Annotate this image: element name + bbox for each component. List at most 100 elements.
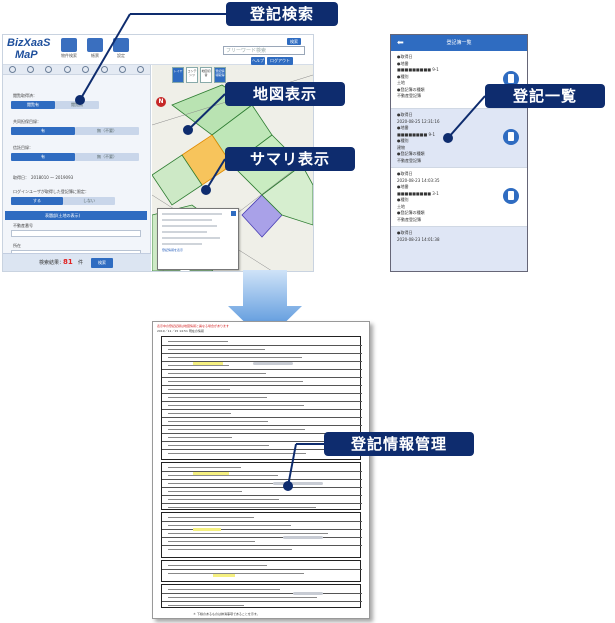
tab-registry-fetch[interactable]: 登記情報取得	[214, 67, 226, 83]
list-item-line: 建物	[397, 144, 405, 150]
tool-icon[interactable]	[63, 66, 71, 73]
table-row-line	[162, 393, 362, 394]
close-icon[interactable]	[231, 211, 236, 216]
tab-map-switch[interactable]: 地図切替	[200, 67, 212, 83]
back-arrow-icon[interactable]: ⬅	[397, 38, 404, 47]
text-line	[168, 445, 269, 446]
tool-icon[interactable]	[27, 66, 35, 73]
text-line	[168, 341, 228, 342]
tab-content[interactable]: コンテンツ	[186, 67, 198, 83]
table-row-line	[162, 345, 362, 346]
report-icon[interactable]: 帳票	[85, 38, 105, 60]
location-label: 所在	[13, 243, 21, 248]
phone-header: ⬅ 登記簿一覧	[391, 35, 527, 51]
list-item-line: ●種別	[397, 138, 409, 143]
shared-collateral-no[interactable]: 無（不要）	[75, 127, 139, 135]
summary-pointer	[180, 270, 190, 271]
logout-button[interactable]: ログアウト	[267, 57, 293, 65]
list-item-line: ●地番	[397, 125, 409, 130]
help-button[interactable]: ヘルプ	[251, 57, 265, 65]
list-item-line: ■■■■■■■■ 9-1	[397, 131, 436, 137]
trust-list-yes[interactable]: 有	[11, 153, 75, 161]
table-row-line	[162, 601, 362, 602]
document-warning: 表示中の登記記録は地図情報と異なる場合があります	[157, 324, 230, 328]
text-line	[168, 381, 303, 382]
text-line	[168, 499, 279, 500]
login-user-limit-off[interactable]: しない	[63, 197, 115, 205]
settings-icon[interactable]: 設定	[111, 38, 131, 60]
text-line	[168, 437, 232, 438]
text-line	[168, 491, 242, 492]
text-line	[168, 533, 328, 534]
list-item-line: ●種別	[397, 197, 409, 202]
text-line	[168, 397, 267, 398]
text-line	[168, 475, 278, 476]
compass-icon[interactable]: N	[156, 97, 166, 107]
tool-icon[interactable]	[45, 66, 53, 73]
callout-registry-search: 登記検索	[226, 2, 338, 26]
list-item-line: 不動産登記簿	[397, 157, 421, 163]
text-line	[168, 605, 244, 606]
property-search-icon[interactable]: 物件検索	[59, 38, 79, 60]
table-row-line	[162, 479, 362, 480]
document-icon[interactable]	[503, 129, 519, 145]
text-line	[168, 597, 317, 598]
text-line	[168, 349, 265, 350]
document-icon[interactable]	[503, 71, 519, 87]
tool-icon[interactable]	[137, 66, 145, 73]
list-item-line: ●登記簿の種類	[397, 86, 425, 92]
tool-icon[interactable]	[118, 66, 126, 73]
text-line	[168, 483, 315, 484]
acquired-yes-toggle[interactable]: 閲覧有	[11, 101, 55, 109]
table-row-line	[162, 425, 362, 426]
trust-list-no[interactable]: 無（不要）	[75, 153, 139, 161]
keyword-search-input[interactable]: フリーワード検索	[223, 46, 305, 55]
tool-icon[interactable]	[82, 66, 90, 73]
land-section-header[interactable]: 表題部(土地の表示)	[5, 211, 147, 220]
shared-collateral-yes[interactable]: 有	[11, 127, 75, 135]
summary-popup: 登記情報を表示	[157, 208, 239, 270]
list-item-line: ■■■■■■■■■ 3-1	[397, 190, 439, 196]
list-item-line: 土地	[397, 80, 405, 85]
highlight-mark	[193, 362, 223, 365]
text-line	[168, 573, 304, 574]
table-row-line	[162, 593, 362, 594]
keyword-search-button[interactable]: 検索	[287, 38, 301, 45]
redacted-text	[253, 362, 293, 365]
property-number-input[interactable]	[11, 230, 141, 237]
table-row-line	[162, 433, 362, 434]
login-user-limit-on[interactable]: する	[11, 197, 63, 205]
tool-icon[interactable]	[8, 66, 16, 73]
text-line	[168, 467, 241, 468]
search-button[interactable]: 検索	[91, 258, 113, 268]
summary-detail-link[interactable]: 登記情報を表示	[162, 248, 184, 252]
list-item-line: ●取得日	[397, 112, 413, 117]
acquired-date-value[interactable]: 2018010 ～ 2019093	[31, 175, 74, 180]
document-table	[161, 512, 362, 558]
text-line	[168, 421, 268, 422]
table-row-line	[162, 537, 362, 538]
document-icon[interactable]	[503, 188, 519, 204]
text-line	[168, 429, 305, 430]
table-row-line	[162, 353, 362, 354]
list-item-line: ●地番	[397, 184, 409, 189]
acquired-no-toggle[interactable]: 閲覧無	[55, 101, 99, 109]
property-number-label: 不動産番号	[13, 223, 33, 228]
highlight-mark	[193, 528, 221, 531]
list-item-line: 2020-08-25 12:31:16	[397, 118, 440, 124]
highlight-mark	[193, 472, 229, 475]
table-row-line	[162, 409, 362, 410]
tool-icon[interactable]	[100, 66, 108, 73]
list-item-line: ●登記簿の種類	[397, 210, 425, 215]
document-table	[161, 560, 362, 582]
list-item-line: 土地	[397, 203, 405, 209]
shared-collateral-label: 共同担保目録：	[13, 119, 41, 124]
tab-layer[interactable]: レイヤ	[172, 67, 184, 83]
redacted-text	[273, 482, 323, 485]
result-count: 81	[63, 258, 73, 266]
text-line	[168, 565, 267, 566]
list-item-line: ●種別	[397, 73, 409, 79]
